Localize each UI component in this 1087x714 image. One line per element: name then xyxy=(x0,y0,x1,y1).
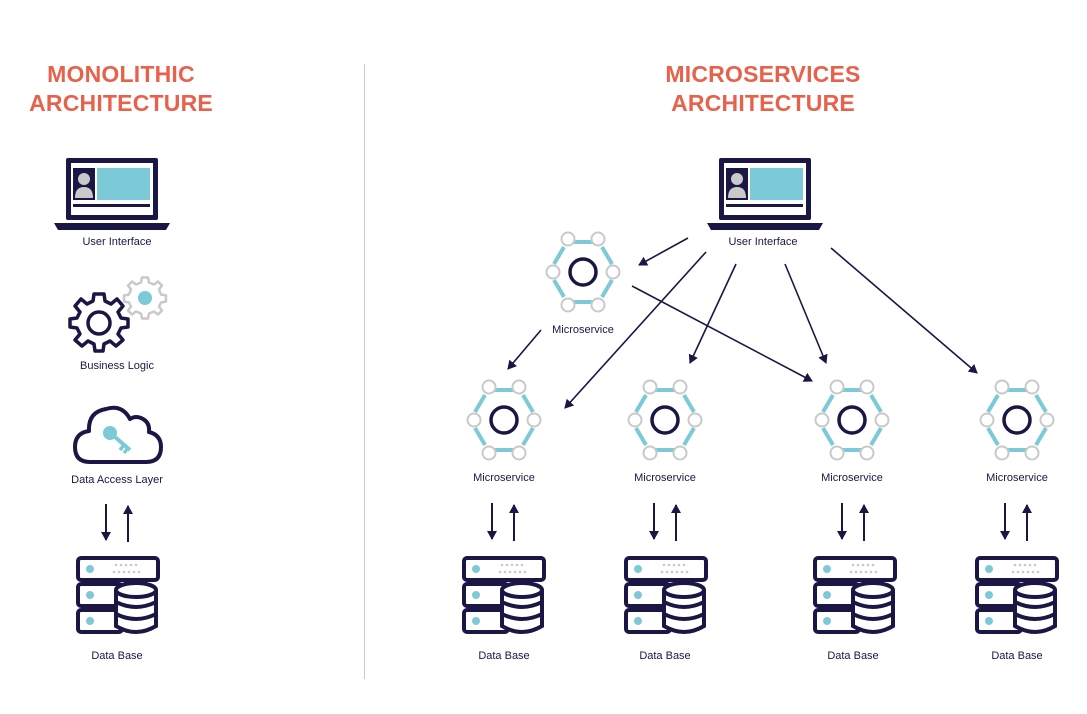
microservices-title: MICROSERVICES ARCHITECTURE xyxy=(640,60,886,118)
arrow-icon xyxy=(649,503,683,543)
monolithic-title-line2: ARCHITECTURE xyxy=(29,90,213,116)
service-label: Microservice xyxy=(986,472,1048,484)
monolithic-dal-label: Data Access Layer xyxy=(71,474,163,486)
arrow-icon xyxy=(1000,503,1034,543)
arrow-icon xyxy=(837,503,871,543)
microservice-hexagon-icon xyxy=(544,230,622,314)
microservice-hexagon-icon xyxy=(626,378,704,462)
database-server-icon xyxy=(975,556,1059,634)
microservices-ui-label: User Interface xyxy=(728,236,798,248)
laptop-icon xyxy=(707,158,823,230)
monolithic-title-line1: MONOLITHIC xyxy=(47,61,195,87)
service-db-label: Data Base xyxy=(991,650,1043,662)
monolithic-db-label: Data Base xyxy=(91,650,143,662)
arrow-ui-to-service-3 xyxy=(784,263,828,364)
arrow-ui-to-service-1 xyxy=(564,251,707,409)
microservice-hexagon-icon xyxy=(978,378,1056,462)
service-db-label: Data Base xyxy=(827,650,879,662)
service-label: Microservice xyxy=(473,472,535,484)
monolithic-ui-label: User Interface xyxy=(82,236,152,248)
arrow-ui-to-service-2 xyxy=(688,263,737,364)
database-server-icon xyxy=(813,556,897,634)
top-microservice-label: Microservice xyxy=(552,324,614,336)
microservices-title-line2: ARCHITECTURE xyxy=(671,90,855,116)
arrow-top-service-to-service-1 xyxy=(507,329,542,370)
monolithic-title: MONOLITHIC ARCHITECTURE xyxy=(10,60,232,118)
arrow-icon xyxy=(487,503,521,543)
service-db-label: Data Base xyxy=(639,650,691,662)
cloud-key-icon xyxy=(73,405,163,464)
arrow-top-service-to-service-3 xyxy=(631,285,813,382)
microservice-hexagon-icon xyxy=(465,378,543,462)
service-label: Microservice xyxy=(821,472,883,484)
arrow-ui-to-service-4 xyxy=(830,247,978,374)
microservice-hexagon-icon xyxy=(813,378,891,462)
database-server-icon xyxy=(624,556,708,634)
service-db-label: Data Base xyxy=(478,650,530,662)
gears-icon xyxy=(68,276,168,353)
database-server-icon xyxy=(462,556,546,634)
arrow-ui-to-top-service xyxy=(638,237,689,266)
service-label: Microservice xyxy=(634,472,696,484)
microservices-title-line1: MICROSERVICES xyxy=(665,61,861,87)
divider xyxy=(364,64,365,679)
monolithic-logic-label: Business Logic xyxy=(80,360,154,372)
